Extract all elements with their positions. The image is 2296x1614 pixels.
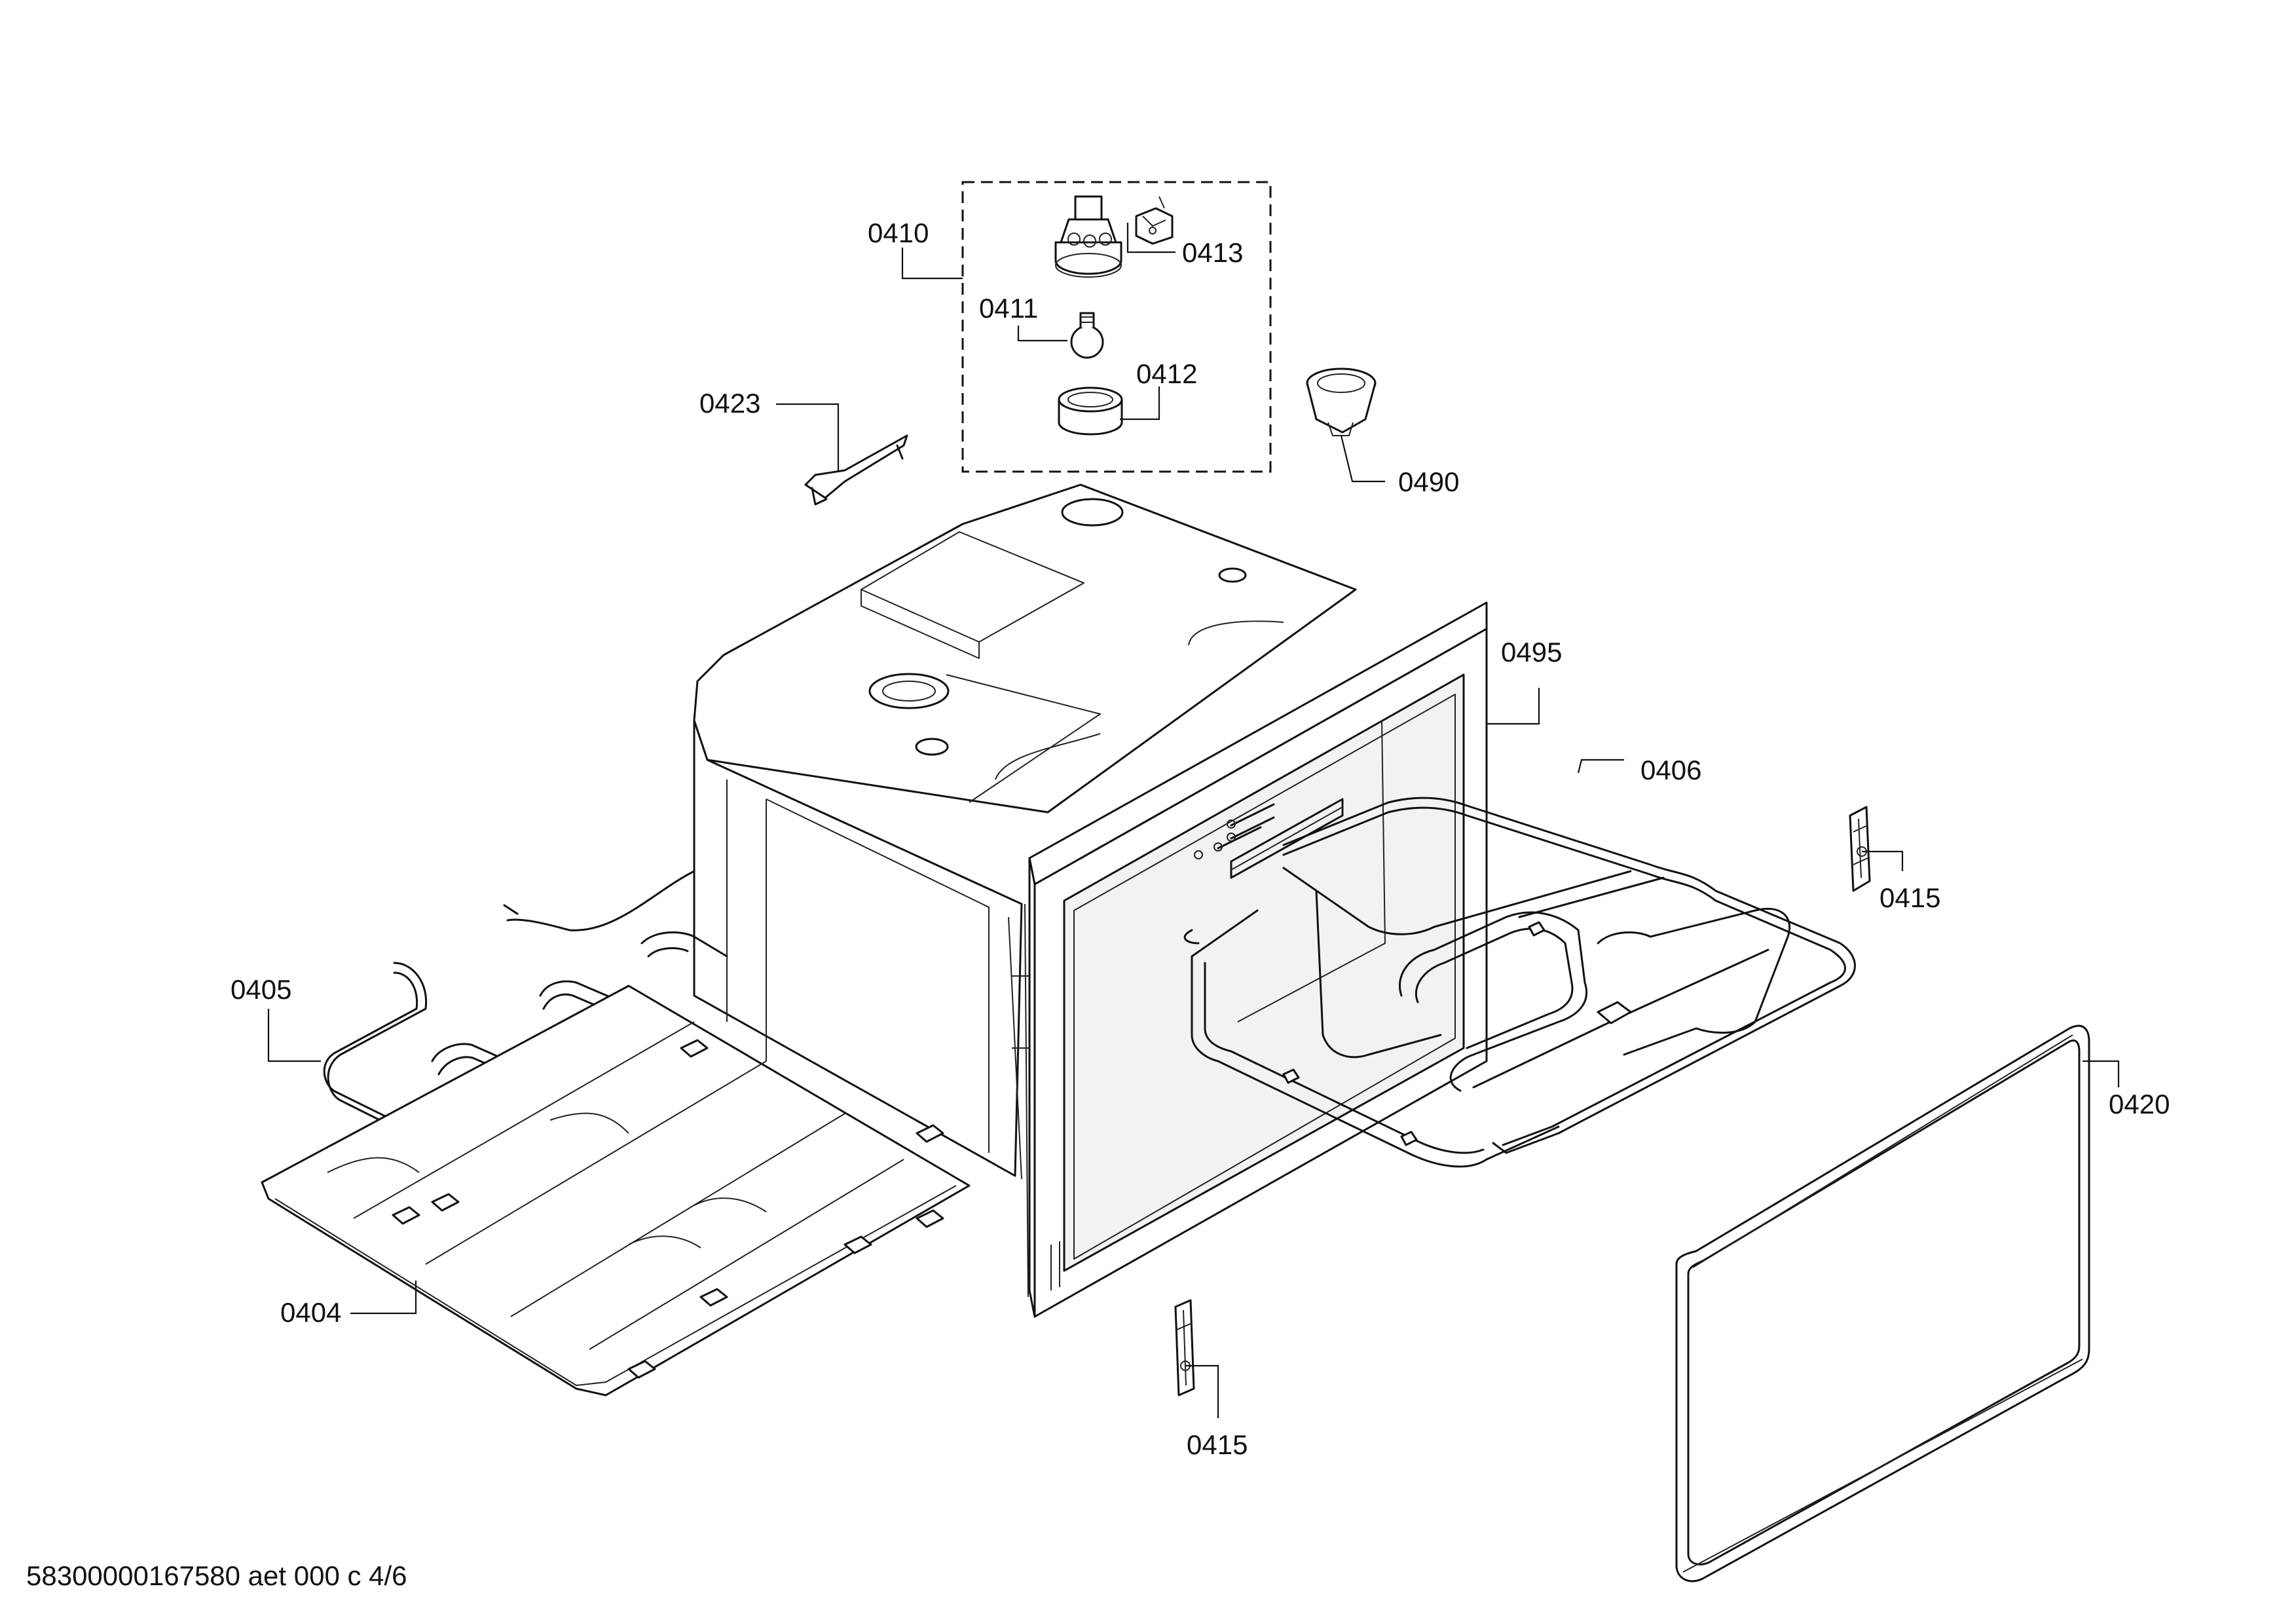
oven-cavity-part [693,483,1488,1318]
callout-0411: 0411 [979,293,1038,324]
door-gasket-part [1675,1024,2090,1583]
nozzle-part [1306,367,1377,436]
callout-0404: 0404 [280,1297,341,1328]
side-rail-right-part [1849,806,1871,892]
lamp-glass-cover-part [1058,386,1123,436]
callout-0406: 0406 [1640,755,1701,785]
leader-lines [267,223,2120,1418]
callout-0415-bottom: 0415 [1187,1429,1248,1460]
bottom-plate-part [261,985,971,1397]
lamp-clip-part [1135,196,1174,245]
callout-0495: 0495 [1501,637,1562,667]
side-rail-left-part [1174,1299,1195,1397]
callout-0490: 0490 [1398,466,1459,497]
callout-0410: 0410 [868,217,929,248]
callout-0405: 0405 [231,974,291,1005]
callout-0420: 0420 [2109,1089,2170,1119]
bracket-part [804,434,908,506]
lamp-holder-part [1054,195,1122,278]
document-footer-code: 58300000167580 aet 000 c 4/6 [26,1560,407,1591]
callout-0412: 0412 [1136,358,1197,389]
grill-heating-element-part [1183,797,1856,1168]
callout-0423: 0423 [699,388,760,419]
callout-0415-right: 0415 [1879,882,1940,913]
callout-0413: 0413 [1182,237,1243,268]
lamp-assembly-group-box [961,181,1272,473]
light-bulb-part [1070,312,1104,359]
